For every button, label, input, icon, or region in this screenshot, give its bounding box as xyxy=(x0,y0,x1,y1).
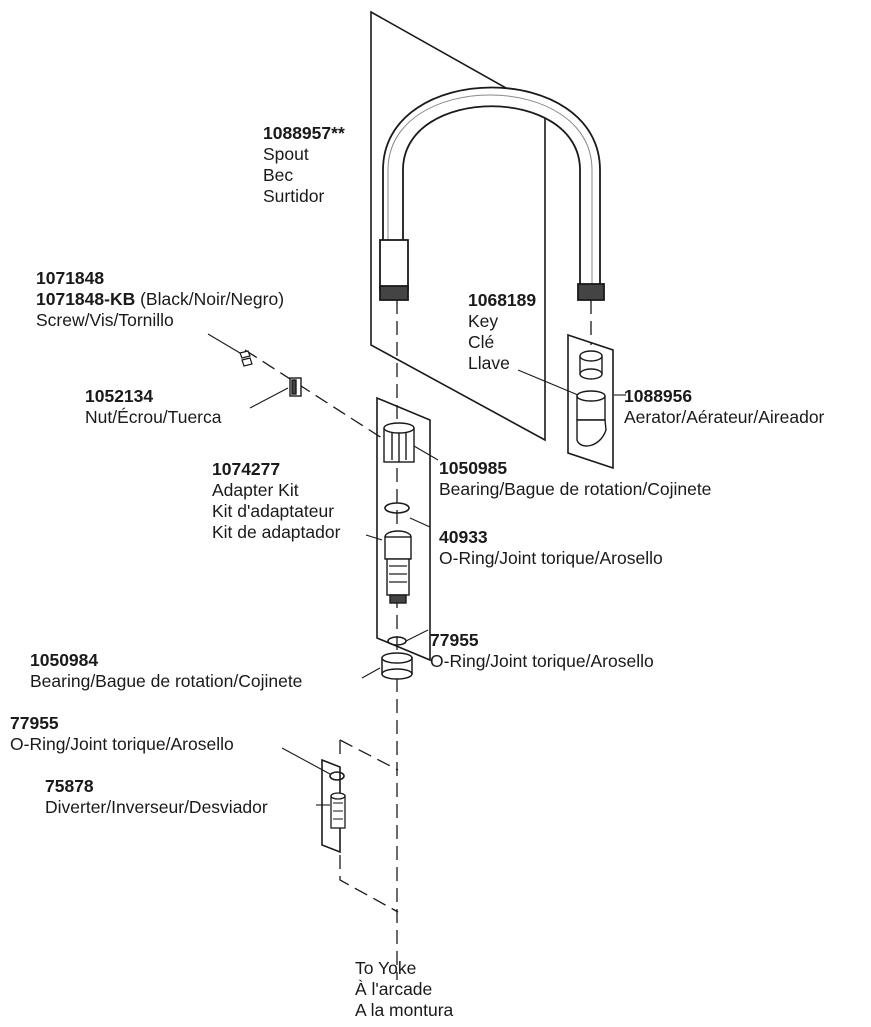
leader-40933 xyxy=(409,517,431,528)
bearing-lower-part-number: 1050984 xyxy=(30,650,99,670)
label-key: 1068189 Key Clé Llave xyxy=(468,290,536,374)
key-name-es: Llave xyxy=(468,353,510,373)
screw-desc: Screw/Vis/Tornillo xyxy=(36,310,174,330)
adapter-cartridge-part xyxy=(384,530,412,604)
bearing-upper-part-number: 1050985 xyxy=(439,458,508,478)
leader-1050984 xyxy=(361,667,381,679)
oring-77955-b-part xyxy=(329,771,345,781)
screw-part xyxy=(239,350,253,367)
screw-part-number: 1071848 xyxy=(36,268,105,288)
bearing-lower-desc: Bearing/Bague de rotation/Cojinete xyxy=(30,671,303,691)
nut-part xyxy=(289,377,302,397)
label-diverter: 75878 Diverter/Inverseur/Desviador xyxy=(45,776,268,818)
label-oring-77955-a: 77955 O-Ring/Joint torique/Arosello xyxy=(430,630,654,672)
spout-part xyxy=(379,86,605,301)
spout-name-fr: Bec xyxy=(263,165,294,185)
nut-part-number: 1052134 xyxy=(85,386,154,406)
diverter-part-number: 75878 xyxy=(45,776,94,796)
adapter-kit-part-number: 1074277 xyxy=(212,459,281,479)
label-bearing-upper: 1050985 Bearing/Bague de rotation/Cojine… xyxy=(439,458,711,500)
to-yoke-es: A la montura xyxy=(355,1000,454,1020)
to-yoke-en: To Yoke xyxy=(355,958,417,978)
diverter-bracket-line xyxy=(339,739,399,771)
label-screw: 1071848 1071848-KB (Black/Noir/Negro) Sc… xyxy=(36,268,284,331)
diverter-bracket-line-2 xyxy=(339,855,399,913)
spout-name-es: Surtidor xyxy=(263,186,325,206)
oring-40933-part-number: 40933 xyxy=(439,527,488,547)
leader-adapter-kit xyxy=(365,534,383,541)
label-aerator: 1088956 Aerator/Aérateur/Aireador xyxy=(624,386,824,428)
label-nut: 1052134 Nut/Écrou/Tuerca xyxy=(85,386,222,428)
oring-40933-part xyxy=(384,502,410,514)
spout-name-en: Spout xyxy=(263,144,309,164)
key-part-number: 1068189 xyxy=(468,290,537,310)
adapter-kit-name-es: Kit de adaptador xyxy=(212,522,341,542)
leader-77955-b xyxy=(281,747,331,775)
key-name-en: Key xyxy=(468,311,499,331)
bearing-lower-part xyxy=(381,652,413,680)
key-part xyxy=(579,350,603,380)
oring-77955-a-desc: O-Ring/Joint torique/Arosello xyxy=(430,651,654,671)
leader-bearing-upper xyxy=(413,445,439,461)
diverter-part xyxy=(330,792,346,829)
label-adapter-kit: 1074277 Adapter Kit Kit d'adaptateur Kit… xyxy=(212,459,340,543)
spout-panel xyxy=(370,10,546,442)
diverter-panel xyxy=(321,758,341,854)
screw-variant: (Black/Noir/Negro) xyxy=(135,289,285,309)
oring-77955-b-part-number: 77955 xyxy=(10,713,59,733)
diverter-desc: Diverter/Inverseur/Desviador xyxy=(45,797,268,817)
nut-desc: Nut/Écrou/Tuerca xyxy=(85,407,222,427)
leader-screw xyxy=(207,333,241,354)
adapter-kit-name-fr: Kit d'adaptateur xyxy=(212,501,335,521)
oring-40933-desc: O-Ring/Joint torique/Arosello xyxy=(439,548,663,568)
oring-77955-b-desc: O-Ring/Joint torique/Arosello xyxy=(10,734,234,754)
aerator-part-number: 1088956 xyxy=(624,386,693,406)
aerator-panel xyxy=(567,333,614,470)
label-oring-77955-b: 77955 O-Ring/Joint torique/Arosello xyxy=(10,713,234,755)
oring-77955-a-part-number: 77955 xyxy=(430,630,479,650)
label-oring-40933: 40933 O-Ring/Joint torique/Arosello xyxy=(439,527,663,569)
leader-key xyxy=(517,369,579,396)
bearing-upper-part xyxy=(383,422,415,463)
leader-nut xyxy=(249,387,289,409)
adapter-kit-panel xyxy=(376,396,431,662)
to-yoke-fr: À l'arcade xyxy=(355,979,433,999)
leader-77955-a xyxy=(405,629,429,642)
key-name-fr: Clé xyxy=(468,332,495,352)
aerator-part xyxy=(576,390,607,447)
label-to-yoke: To Yoke À l'arcade A la montura xyxy=(355,958,453,1021)
spout-part-number: 1088957** xyxy=(263,123,345,143)
screw-axis-line xyxy=(244,349,386,441)
label-bearing-lower: 1050984 Bearing/Bague de rotation/Cojine… xyxy=(30,650,302,692)
label-spout: 1088957** Spout Bec Surtidor xyxy=(263,123,345,207)
bearing-upper-desc: Bearing/Bague de rotation/Cojinete xyxy=(439,479,712,499)
adapter-kit-name-en: Adapter Kit xyxy=(212,480,299,500)
screw-part-number-kb: 1071848-KB xyxy=(36,289,136,309)
aerator-desc: Aerator/Aérateur/Aireador xyxy=(624,407,825,427)
